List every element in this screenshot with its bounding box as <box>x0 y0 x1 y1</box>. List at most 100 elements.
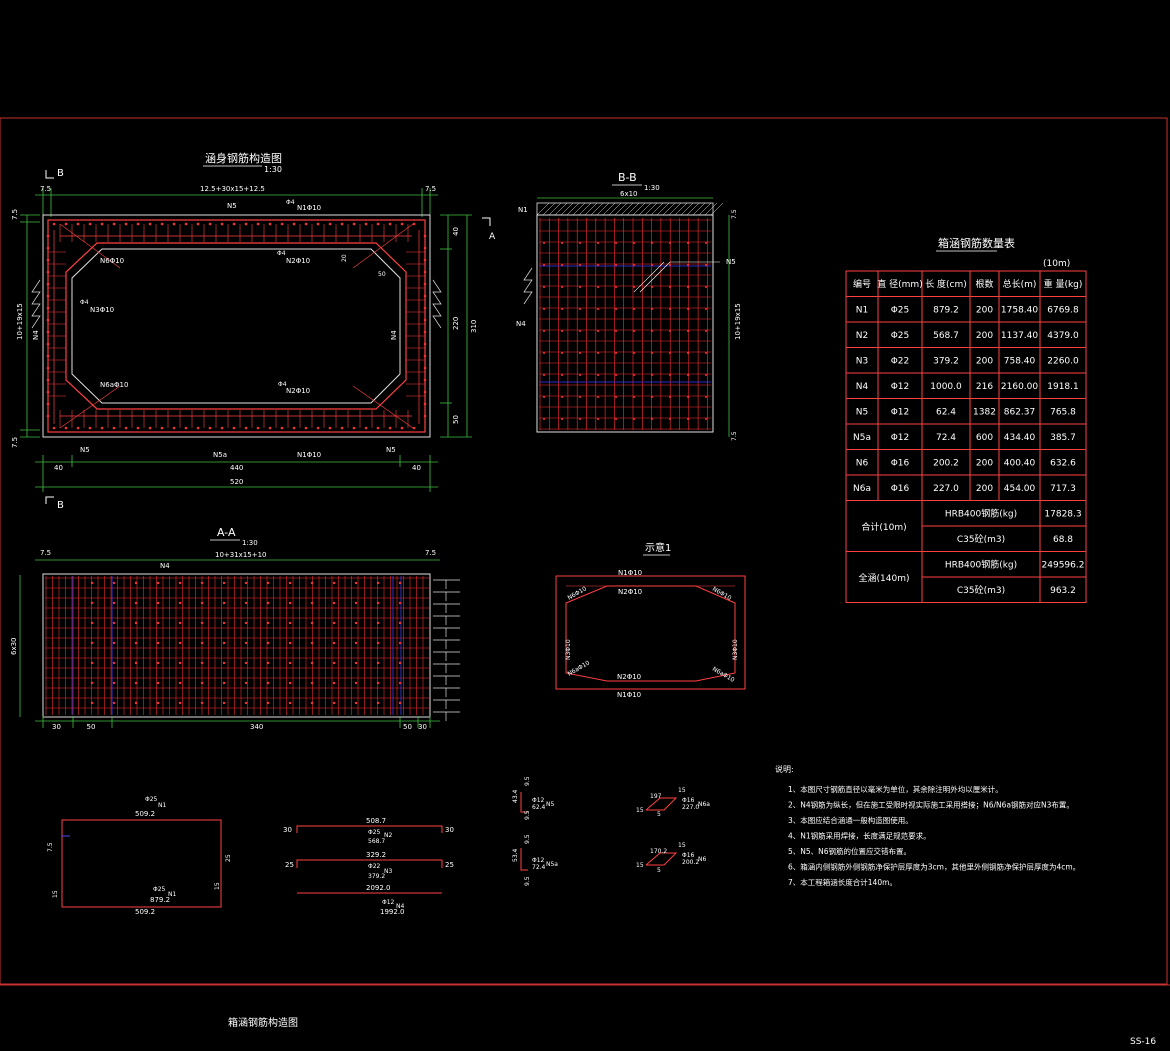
shape-n3-len: 379.2 <box>368 873 385 880</box>
box-outer-outline <box>42 214 431 438</box>
shape-n5a-mark: N5a <box>546 861 558 868</box>
schematic-n1-bottom: N1Φ10 <box>617 691 641 699</box>
shape-n4-dia: Φ12 <box>382 899 395 906</box>
section-aa-left-dim: 6x30 <box>10 637 18 655</box>
notes-block: 说明: 1、本图尺寸钢筋直径以毫米为单位，其余除注明外均以厘米计。2、N4钢筋为… <box>775 764 1080 887</box>
dim-right-top: 40 <box>452 227 460 236</box>
table-cell: 1758.40 <box>1001 306 1038 316</box>
section-aa-scale: 1:30 <box>242 539 258 547</box>
dim-left-bot: 7.5 <box>11 437 19 448</box>
section-bb-n5: N5 <box>726 258 736 266</box>
label-n3-sub: Φ4 <box>80 299 89 306</box>
shape-n3-top: 329.2 <box>366 851 386 859</box>
shape-n6-d: 5 <box>657 867 661 874</box>
section-aa-rebar-grid <box>45 576 429 715</box>
table-total-value: 963.2 <box>1050 586 1076 596</box>
dim-bottom-left: 40 <box>54 464 63 472</box>
section-bb-title: B-B <box>618 171 637 184</box>
section-bb-scale: 1:30 <box>644 184 660 192</box>
dim-right-bot: 50 <box>452 415 460 424</box>
shape-n5-len: 62.4 <box>532 804 546 811</box>
table-cell: 632.6 <box>1050 459 1076 469</box>
table-cell: Φ16 <box>891 484 910 494</box>
table-total-group: 合计(10m) <box>861 521 906 533</box>
shape-n6a-dia: Φ16 <box>682 797 695 804</box>
note-item: 4、N1钢筋采用焊接，长度满足规范要求。 <box>788 831 931 841</box>
table-cell: Φ12 <box>891 382 910 392</box>
shape-n1-bot-len: 879.2 <box>150 896 170 904</box>
table-cell: 200 <box>976 306 993 316</box>
table-header-cell: 重 量(kg) <box>1044 278 1083 290</box>
shape-n4-mark: N4 <box>396 903 404 910</box>
table-header-cell: 编号 <box>853 278 871 290</box>
shape-n4-len: 1992.0 <box>380 908 405 916</box>
table-header-cell: 直 径(mm) <box>877 278 922 290</box>
table-total-label: C35砼(m3) <box>957 533 1005 545</box>
elevation-rebar-dots <box>46 222 427 430</box>
dim-haunch-a: 20 <box>341 254 348 262</box>
table-cell: N5 <box>856 408 868 418</box>
shape-n6a-c: 15 <box>636 807 644 814</box>
shape-n5a-len: 72.4 <box>532 864 546 871</box>
section-bb-rebar-grid <box>539 218 711 430</box>
section-bb-top-dim: 6x10 <box>620 190 638 198</box>
section-aa-outline <box>42 573 431 718</box>
section-bb-outline <box>536 214 714 433</box>
table-cell: N4 <box>856 382 869 392</box>
table-cell: 200 <box>976 331 993 341</box>
section-aa-end-ticks <box>433 579 460 721</box>
dim-left-top: 7.5 <box>11 209 19 220</box>
table-cell: 200 <box>976 357 993 367</box>
schematic-n2-bottom: N2Φ10 <box>617 673 641 681</box>
shape-n1-left-small: 15 <box>52 890 59 898</box>
table-cell: N1 <box>856 306 868 316</box>
wall-hatching <box>31 279 442 329</box>
section-bb-right-dim: 10+19x15 <box>734 303 742 340</box>
shape-n1-bot-mark: N1 <box>168 891 176 898</box>
shape-n6-mark: N6 <box>698 856 706 863</box>
table-title: 箱涵钢筋数量表 <box>938 236 1015 250</box>
table-cell: 434.40 <box>1004 433 1036 443</box>
dim-bottom-total: 520 <box>230 478 243 486</box>
dim-top-right: 7.5 <box>425 185 436 193</box>
shape-n2-dia: Φ25 <box>368 829 381 836</box>
table-cell: Φ25 <box>891 331 910 341</box>
table-cell: 717.3 <box>1050 484 1076 494</box>
dim-bottom-mid: 440 <box>230 464 243 472</box>
shape-n2-mark: N2 <box>384 832 392 839</box>
section-bb-n4: N4 <box>516 320 526 328</box>
drawing-title: 箱涵钢筋构造图 <box>228 1016 298 1029</box>
table-unit: (10m) <box>1043 259 1070 269</box>
shape-n5-mark: N5 <box>546 801 554 808</box>
schematic-n6a-bl: N6aΦ10 <box>567 659 592 677</box>
section-bb-dim-top: 7.5 <box>731 209 738 219</box>
notes-heading: 说明: <box>775 764 794 774</box>
dim-top-span: 12.5+30x15+12.5 <box>200 185 265 193</box>
note-item: 6、箱涵内侧钢筋外侧钢筋净保护层厚度为3cm，其他里外侧钢筋净保护层厚度为4cm… <box>788 862 1080 872</box>
note-item: 1、本图尺寸钢筋直径以毫米为单位，其余除注明外均以厘米计。 <box>788 784 1003 794</box>
table-cell: 2160.00 <box>1001 382 1038 392</box>
schematic-n3-left: N3Φ10 <box>565 639 572 660</box>
table-total-value: 249596.2 <box>1042 561 1085 571</box>
table-cell: 862.37 <box>1004 408 1036 418</box>
table-cell: Φ12 <box>891 433 910 443</box>
shape-n1-top: 509.2 <box>135 810 155 818</box>
table-total-label: C35砼(m3) <box>957 584 1005 596</box>
elevation-stirrups <box>48 224 425 428</box>
table-cell: 1382 <box>973 408 996 418</box>
dim-right-mid: 220 <box>452 317 460 330</box>
shape-n6a-d: 5 <box>657 811 661 818</box>
section-mark-a: A <box>489 232 496 242</box>
section-bb-n1: N1 <box>518 206 528 214</box>
table-cell: 400.40 <box>1004 459 1036 469</box>
note-item: 5、N5、N6钢筋的位置应交错布置。 <box>788 846 911 856</box>
section-aa-bottom-dim: 50 <box>87 723 96 731</box>
section-aa-top-left: 7.5 <box>40 549 51 557</box>
table-cell: 4379.0 <box>1047 331 1079 341</box>
schematic-view: 示意1 N1Φ10 N2Φ10 N6Φ10 N6Φ10 N3Φ10 N3Φ10 … <box>555 541 746 699</box>
table-cell: 72.4 <box>936 433 956 443</box>
table-header-cell: 总长(m) <box>1003 278 1037 290</box>
section-aa-bottom-dim: 340 <box>250 723 263 731</box>
